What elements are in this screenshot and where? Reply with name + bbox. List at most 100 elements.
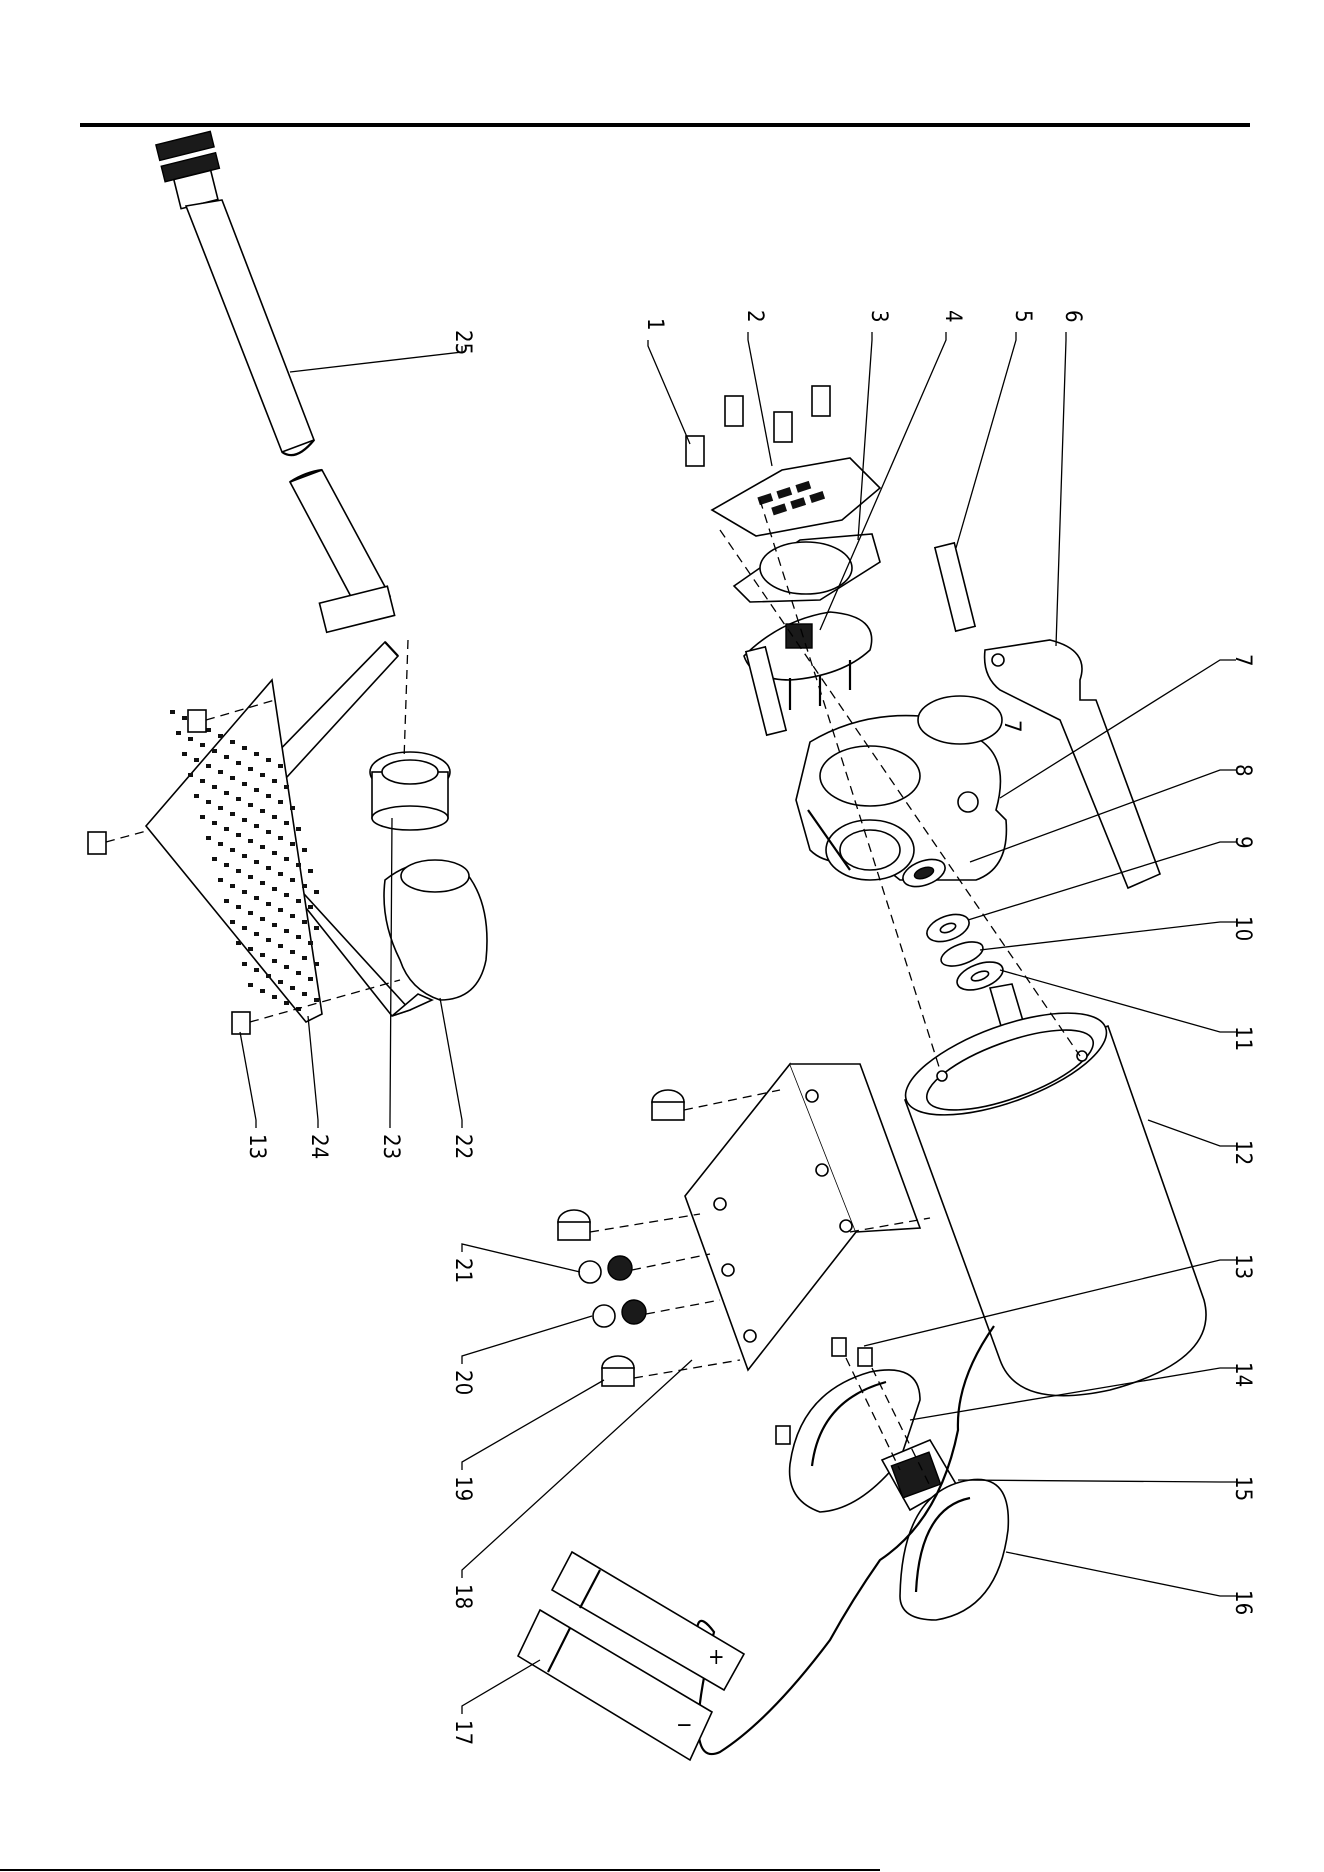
perforation-hole — [302, 848, 307, 852]
perforation-hole — [314, 890, 319, 894]
perforation-hole — [212, 857, 217, 861]
perforation-hole — [248, 767, 253, 771]
perforation-hole — [218, 878, 223, 882]
perforation-hole — [248, 911, 253, 915]
perforation-hole — [230, 884, 235, 888]
leader-line-c5 — [956, 332, 1016, 548]
perforation-hole — [242, 854, 247, 858]
perforation-hole — [230, 776, 235, 780]
perforation-hole — [194, 794, 199, 798]
perforation-hole — [230, 920, 235, 924]
perforation-hole — [260, 989, 265, 993]
perforation-hole — [314, 926, 319, 930]
perforation-hole — [296, 971, 301, 975]
pump-gasket — [734, 534, 880, 602]
callout-c8: 8 — [1230, 764, 1255, 777]
perforation-hole — [218, 806, 223, 810]
perforation-hole — [284, 785, 289, 789]
perforation-hole — [260, 953, 265, 957]
small-screw-b — [858, 1348, 872, 1366]
perforation-hole — [224, 755, 229, 759]
perforation-hole — [212, 785, 217, 789]
callout-c14: 14 — [1230, 1362, 1255, 1387]
callout-c1: 1 — [642, 318, 667, 331]
perforation-hole — [284, 929, 289, 933]
pump-housing — [796, 696, 1006, 880]
perforation-hole — [278, 944, 283, 948]
minus-symbol: − — [676, 1713, 693, 1738]
perforation-hole — [242, 746, 247, 750]
perforation-hole — [188, 737, 193, 741]
perforation-hole — [254, 860, 259, 864]
leader-line-c10 — [980, 922, 1236, 950]
long-screw-5 — [935, 543, 975, 631]
leader-line-c19 — [462, 1380, 604, 1470]
callout-c7: 7 — [1230, 654, 1255, 667]
screw-13-bottom — [232, 1012, 250, 1034]
perforation-hole — [290, 950, 295, 954]
callout-c2: 2 — [742, 310, 767, 323]
callout-c19: 19 — [450, 1476, 475, 1501]
leader-line-c16 — [1006, 1552, 1236, 1596]
perforation-hole — [236, 869, 241, 873]
callout-c3: 3 — [866, 310, 891, 323]
perforation-hole — [236, 941, 241, 945]
perforation-hole — [314, 962, 319, 966]
leader-line-c25 — [290, 346, 462, 372]
perforation-hole — [260, 917, 265, 921]
perforation-hole — [278, 764, 283, 768]
callout-c13a: 13 — [1230, 1254, 1255, 1279]
perforation-hole — [242, 890, 247, 894]
callout-c6: 6 — [1060, 310, 1085, 323]
perforation-hole — [236, 905, 241, 909]
leader-line-c1 — [648, 340, 690, 444]
leader-line-c3 — [858, 332, 872, 540]
perforation-hole — [254, 824, 259, 828]
rubber-foot-top — [652, 1090, 684, 1120]
rubber-foot-mid — [558, 1210, 590, 1240]
pump-cover — [712, 458, 880, 536]
perforation-hole — [302, 884, 307, 888]
perforation-hole — [290, 878, 295, 882]
perforation-hole — [254, 752, 259, 756]
perforation-hole — [230, 740, 235, 744]
small-screw-a — [832, 1338, 846, 1356]
perforation-hole — [200, 779, 205, 783]
leader-line-c9 — [968, 842, 1236, 920]
perforation-hole — [278, 980, 283, 984]
leader-line-c15 — [958, 1480, 1236, 1482]
motor — [893, 984, 1206, 1396]
screw-13-top — [188, 710, 206, 732]
perforation-hole — [206, 764, 211, 768]
inline-label-7: 7 — [999, 720, 1024, 733]
perforation-hole — [308, 869, 313, 873]
perforation-hole — [266, 938, 271, 942]
bolt-21 — [579, 1256, 632, 1283]
perforation-hole — [212, 749, 217, 753]
perforation-hole — [284, 893, 289, 897]
leader-line-c23 — [390, 818, 392, 1128]
perforation-hole — [236, 797, 241, 801]
callout-c18: 18 — [450, 1584, 475, 1609]
bracket-arm — [985, 640, 1160, 888]
perforation-hole — [230, 848, 235, 852]
callout-c25: 25 — [450, 330, 475, 355]
callout-c13b: 13 — [244, 1134, 269, 1159]
perforation-hole — [272, 779, 277, 783]
leader-line-c12 — [1148, 1120, 1236, 1146]
callout-c23: 23 — [378, 1134, 403, 1159]
perforation-hole — [296, 863, 301, 867]
bolt-20 — [593, 1300, 646, 1327]
perforation-hole — [248, 947, 253, 951]
perforation-hole — [254, 968, 259, 972]
leader-line-c18 — [462, 1360, 692, 1578]
perforation-hole — [308, 941, 313, 945]
perforation-hole — [242, 782, 247, 786]
perforation-hole — [254, 896, 259, 900]
leader-line-c21 — [462, 1244, 580, 1272]
perforation-hole — [254, 788, 259, 792]
perforation-hole — [194, 758, 199, 762]
perforation-hole — [176, 731, 181, 735]
perforation-hole — [248, 875, 253, 879]
perforation-hole — [284, 857, 289, 861]
